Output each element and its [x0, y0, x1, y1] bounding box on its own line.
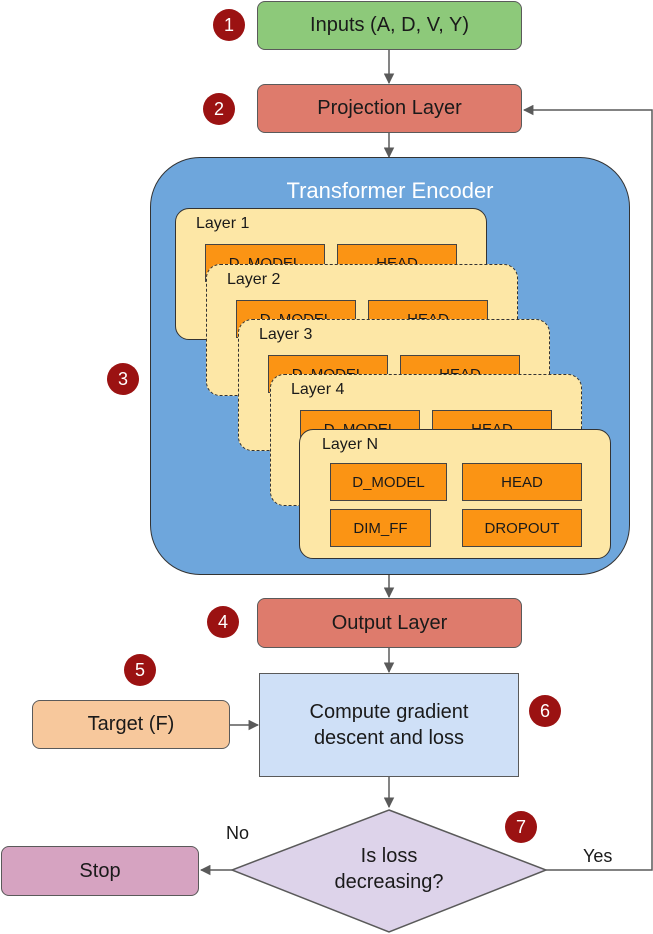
layer-n-card: Layer N D_MODEL HEAD DIM_FF DROPOUT	[299, 429, 611, 559]
inputs-label: Inputs (A, D, V, Y)	[310, 14, 469, 36]
step-badge-2: 2	[203, 93, 235, 125]
layer-n-label: Layer N	[322, 436, 379, 453]
step-badge-4: 4	[207, 606, 239, 638]
target-label: Target (F)	[87, 713, 175, 735]
stop-node: Stop	[1, 846, 199, 896]
layer-n-dropout-chip: DROPOUT	[462, 509, 582, 547]
step-badge-6: 6	[529, 695, 561, 727]
layer-3-label: Layer 3	[259, 326, 313, 343]
layer-1-label: Layer 1	[196, 215, 250, 232]
decision-diamond	[229, 809, 549, 933]
step-badge-1: 1	[213, 9, 245, 41]
inputs-node: Inputs (A, D, V, Y)	[257, 1, 522, 50]
output-node: Output Layer	[257, 598, 522, 648]
step-badge-7: 7	[505, 811, 537, 843]
output-label: Output Layer	[331, 611, 448, 634]
decision-label: Is loss decreasing?	[300, 843, 478, 895]
edge-label-no: No	[226, 823, 250, 843]
target-node: Target (F)	[32, 700, 230, 749]
layer-n-d-model-chip: D_MODEL	[330, 463, 447, 501]
step-badge-3: 3	[107, 363, 139, 395]
decision-label-line1: Is loss	[360, 845, 418, 867]
layer-n-head-chip: HEAD	[462, 463, 582, 501]
stop-label: Stop	[79, 859, 121, 882]
decision-label-line2: decreasing?	[334, 871, 444, 893]
compute-label-line2: descent and loss	[313, 727, 465, 749]
step-badge-5: 5	[124, 654, 156, 686]
encoder-title: Transformer Encoder	[286, 178, 494, 203]
layer-2-label: Layer 2	[227, 271, 281, 288]
edge-label-yes: Yes	[583, 846, 613, 866]
compute-label-line1: Compute gradient	[309, 701, 469, 723]
layer-4-label: Layer 4	[291, 381, 345, 398]
arrow-yes-loop-to-projection	[522, 104, 653, 871]
projection-label: Projection Layer	[317, 97, 462, 119]
projection-node: Projection Layer	[257, 84, 522, 133]
layer-n-dim-ff-chip: DIM_FF	[330, 509, 431, 547]
compute-node: Compute gradient descent and loss	[259, 673, 519, 777]
